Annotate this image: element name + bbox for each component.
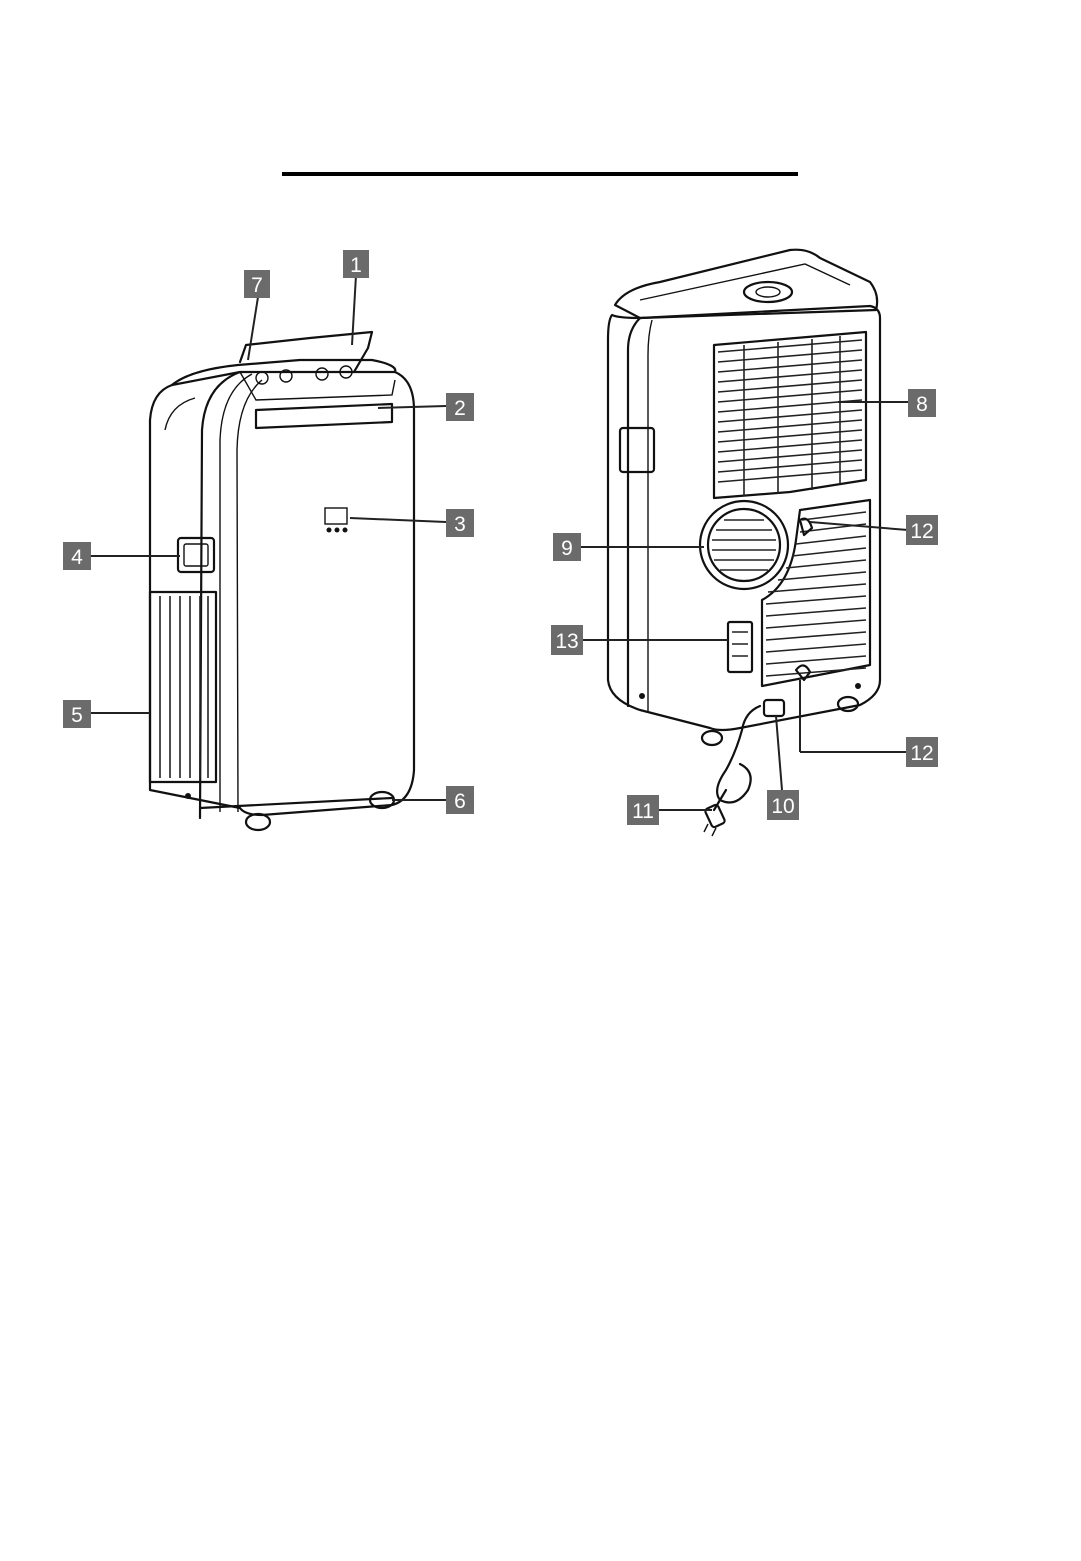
leader-lines [90, 275, 908, 810]
svg-text:7: 7 [251, 274, 263, 297]
svg-text:4: 4 [71, 546, 83, 569]
callout-3: 3 [446, 509, 474, 537]
callout-13: 13 [551, 625, 583, 655]
svg-text:1: 1 [350, 254, 362, 277]
svg-text:6: 6 [454, 790, 466, 813]
svg-text:2: 2 [454, 397, 466, 420]
front-view-unit [150, 332, 414, 830]
rear-view-unit [608, 250, 880, 836]
svg-text:12: 12 [910, 520, 933, 543]
svg-text:3: 3 [454, 513, 466, 536]
callout-9: 9 [553, 533, 581, 561]
svg-text:11: 11 [632, 800, 654, 823]
callout-12-lower: 12 [906, 737, 938, 767]
callout-6: 6 [446, 786, 474, 814]
callout-2: 2 [446, 393, 474, 421]
svg-text:5: 5 [71, 704, 83, 727]
callout-4: 4 [63, 542, 91, 570]
svg-text:12: 12 [910, 742, 933, 765]
callout-1: 1 [343, 250, 369, 278]
svg-text:8: 8 [916, 393, 928, 416]
svg-text:13: 13 [555, 630, 578, 653]
callout-11: 11 [627, 795, 659, 825]
callout-7: 7 [244, 270, 270, 298]
svg-text:10: 10 [771, 795, 794, 818]
callout-8: 8 [908, 389, 936, 417]
callout-5: 5 [63, 700, 91, 728]
callout-12-upper: 12 [906, 515, 938, 545]
callout-10: 10 [767, 790, 799, 820]
svg-text:9: 9 [561, 537, 573, 560]
